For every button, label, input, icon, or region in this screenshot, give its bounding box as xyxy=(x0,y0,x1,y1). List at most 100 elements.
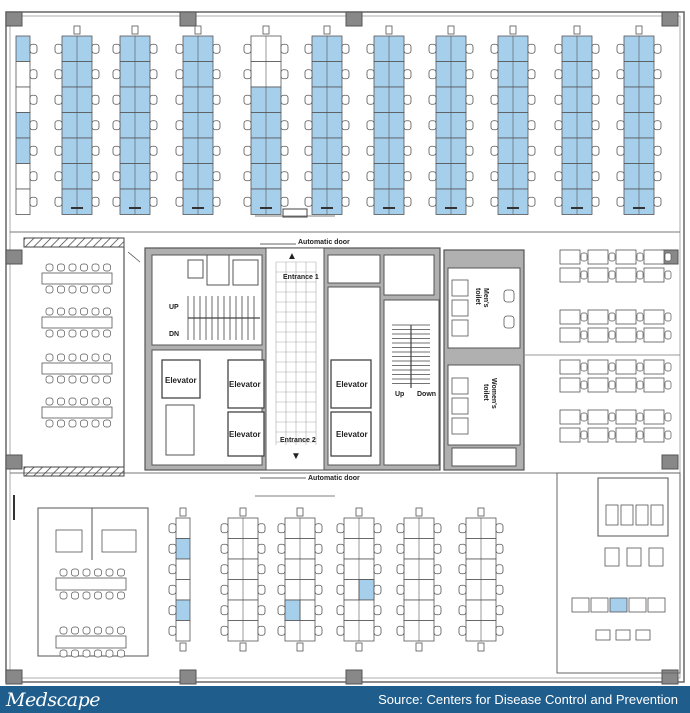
chair xyxy=(636,380,644,390)
chair xyxy=(68,285,77,294)
chair xyxy=(80,307,88,316)
mens-toilet-label-2: toilet xyxy=(474,288,481,305)
chair xyxy=(91,353,100,362)
chair xyxy=(580,412,588,422)
chair xyxy=(433,584,442,595)
chair xyxy=(304,196,313,207)
chair xyxy=(149,43,158,54)
chair xyxy=(220,584,229,595)
chair xyxy=(608,270,616,280)
chair xyxy=(636,412,644,422)
chair xyxy=(403,69,412,80)
desk xyxy=(15,188,31,215)
chair xyxy=(168,584,177,595)
chair xyxy=(608,362,616,372)
chair xyxy=(112,94,121,105)
chair xyxy=(490,145,499,156)
chair xyxy=(433,625,442,636)
elevator-label-3: Elevator xyxy=(229,430,261,439)
chair xyxy=(54,171,63,182)
chair xyxy=(91,397,100,406)
chair xyxy=(336,543,345,554)
chair xyxy=(396,605,405,616)
chair xyxy=(341,69,350,80)
desk xyxy=(643,309,665,325)
chair xyxy=(168,625,177,636)
desk xyxy=(643,377,665,393)
chair xyxy=(608,430,616,440)
chair xyxy=(304,43,313,54)
chair xyxy=(68,397,77,406)
chair xyxy=(495,625,504,636)
chair xyxy=(591,69,600,80)
chair xyxy=(580,312,588,322)
stair-up-right-label: Up xyxy=(395,391,404,398)
chair xyxy=(403,171,412,182)
top-workstation-area xyxy=(15,25,662,215)
desk xyxy=(587,327,609,343)
chair xyxy=(280,196,289,207)
chair xyxy=(117,649,125,658)
end-cap xyxy=(355,507,363,517)
desk xyxy=(615,629,631,641)
desk xyxy=(643,267,665,283)
chair xyxy=(653,145,662,156)
elevator-label-2: Elevator xyxy=(229,380,261,389)
desk xyxy=(615,359,637,375)
floor-plan-svg: Automatic door Automatic door Entrance 1… xyxy=(5,11,685,685)
chair xyxy=(403,94,412,105)
chair xyxy=(458,605,467,616)
chair xyxy=(490,43,499,54)
chair xyxy=(149,196,158,207)
desk xyxy=(643,409,665,425)
chair xyxy=(91,375,100,384)
chair xyxy=(80,285,88,294)
chair xyxy=(243,43,252,54)
chair xyxy=(341,196,350,207)
chair xyxy=(59,626,68,635)
chair xyxy=(458,625,467,636)
urinal xyxy=(503,289,515,303)
chair xyxy=(91,307,100,316)
end-cap xyxy=(573,25,581,35)
chair xyxy=(212,120,221,131)
chair xyxy=(68,329,77,338)
desk xyxy=(15,35,31,62)
desk xyxy=(590,597,609,613)
source-credit: Source: Centers for Disease Control and … xyxy=(378,692,678,707)
chair xyxy=(280,69,289,80)
end-cap xyxy=(323,25,331,35)
chair xyxy=(580,380,588,390)
chair xyxy=(664,252,672,262)
stair-up-label: UP xyxy=(169,304,179,311)
chair xyxy=(280,94,289,105)
end-cap xyxy=(131,25,139,35)
occupied-seat xyxy=(284,599,301,621)
chair xyxy=(591,120,600,131)
chair xyxy=(664,330,672,340)
desk xyxy=(15,86,31,113)
chair xyxy=(175,94,184,105)
chair xyxy=(403,43,412,54)
chair xyxy=(554,196,563,207)
urinal xyxy=(503,315,515,329)
chair xyxy=(117,591,125,600)
office-floor-plan: Automatic door Automatic door Entrance 1… xyxy=(5,11,685,685)
chair xyxy=(554,69,563,80)
chair xyxy=(341,43,350,54)
meeting-room-outline xyxy=(37,507,149,657)
chair xyxy=(366,69,375,80)
chair xyxy=(82,649,91,658)
elevator-label-1: Elevator xyxy=(165,376,197,385)
chair xyxy=(490,171,499,182)
chair xyxy=(664,270,672,280)
meeting-table xyxy=(41,362,113,375)
end-cap xyxy=(447,25,455,35)
chair xyxy=(71,626,79,635)
chair xyxy=(495,543,504,554)
chair xyxy=(465,196,474,207)
chair xyxy=(636,312,644,322)
chair xyxy=(490,69,499,80)
stair-down-label: DN xyxy=(169,331,179,338)
chair xyxy=(257,584,266,595)
